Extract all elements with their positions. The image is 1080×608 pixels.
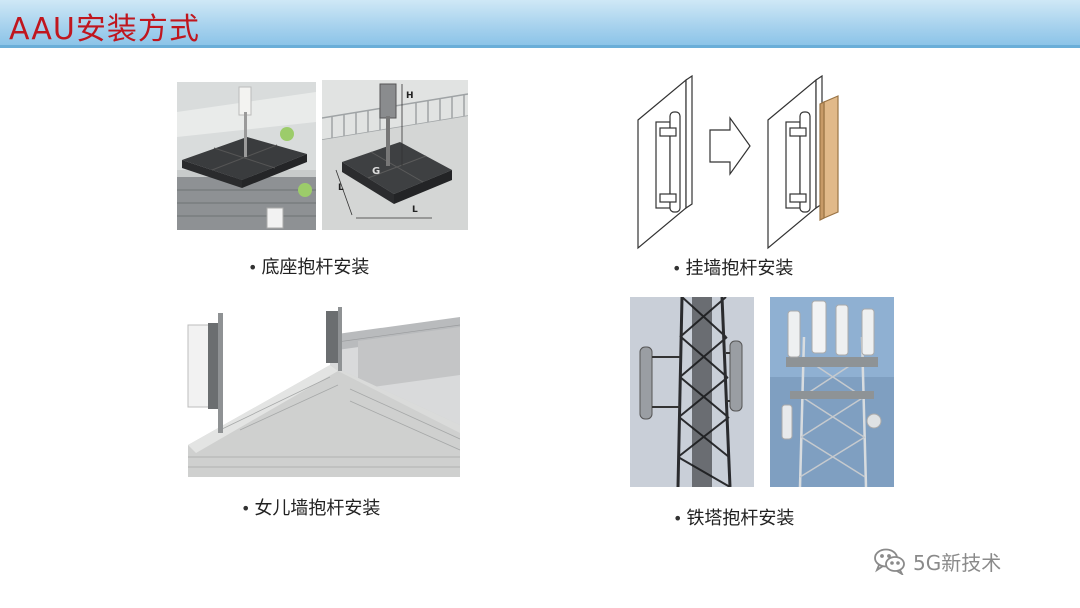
base-pole-image-right: H G L L [322, 80, 468, 230]
caption-text: 底座抱杆安装 [261, 257, 370, 278]
length-bottom-label: L [412, 205, 418, 215]
parapet-pole-image [180, 305, 460, 477]
caption-parapet-pole: •女儿墙抱杆安装 [241, 494, 380, 520]
base-pole-image-left [177, 82, 316, 230]
length-left-label: L [338, 183, 344, 193]
watermark-text: 5G新技术 [913, 550, 1002, 575]
bullet-icon: • [241, 499, 251, 518]
height-label: H [406, 91, 414, 101]
caption-text: 铁塔抱杆安装 [686, 508, 795, 529]
caption-base-pole: •底座抱杆安装 [248, 253, 369, 279]
bullet-icon: • [248, 258, 258, 277]
caption-text: 挂墙抱杆安装 [685, 258, 794, 279]
slide-title: AAU安装方式 [9, 12, 200, 47]
title-bar: AAU安装方式 [0, 0, 1080, 48]
tower-pole-image-right [770, 297, 894, 487]
caption-tower-pole: •铁塔抱杆安装 [673, 504, 794, 530]
bullet-icon: • [673, 509, 683, 528]
watermark: 5G新技术 [873, 545, 1001, 577]
caption-wall-pole: •挂墙抱杆安装 [672, 254, 793, 280]
wechat-icon [874, 548, 905, 575]
tower-pole-image-left [630, 297, 754, 487]
weight-label: G [372, 166, 380, 177]
wall-pole-diagram [630, 72, 845, 250]
bullet-icon: • [672, 259, 682, 278]
caption-text: 女儿墙抱杆安装 [254, 498, 381, 519]
